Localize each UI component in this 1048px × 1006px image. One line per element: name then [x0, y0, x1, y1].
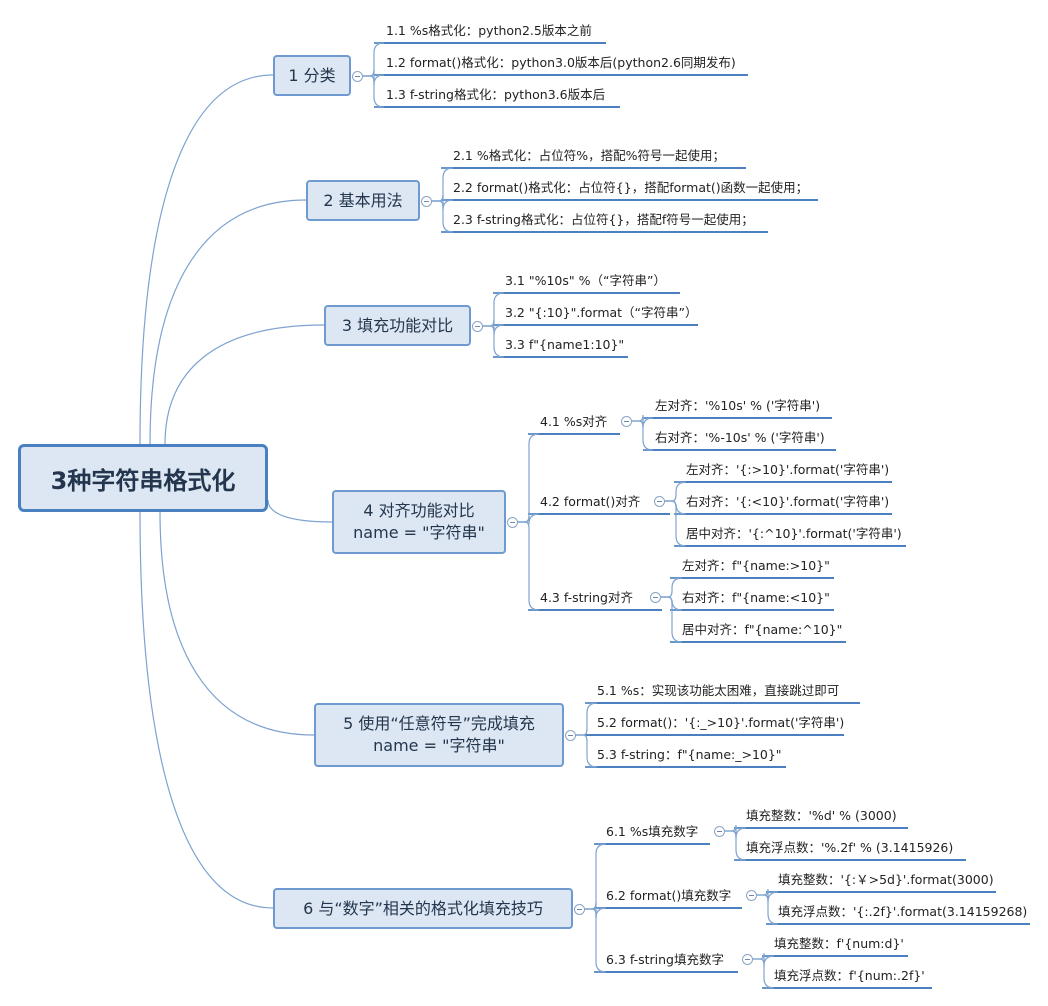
root-connector: [159, 511, 315, 736]
leaf-4-2-2[interactable]: 右对齐：'{:<10}'.format('字符串'): [686, 494, 890, 509]
branch-connector: [431, 200, 454, 233]
collapse-toggle-icon[interactable]: [421, 196, 432, 207]
leaf-1-2[interactable]: 1.2 format()格式化：python3.0版本后(python2.6同期…: [386, 55, 736, 70]
leaf-2-2[interactable]: 2.2 format()格式化：占位符{}，搭配format()函数一起使用；: [453, 180, 809, 195]
topic-1-categories[interactable]: 1 分类: [273, 55, 351, 96]
collapse-toggle-icon[interactable]: [746, 890, 757, 901]
subtopic-6-3[interactable]: 6.3 f-string填充数字: [606, 952, 724, 967]
branch-connector: [482, 292, 505, 327]
leaf-4-2-1[interactable]: 左对齐：'{:>10}'.format('字符串'): [686, 462, 890, 477]
collapse-toggle-icon[interactable]: [565, 730, 576, 741]
leaf-4-2-3[interactable]: 居中对齐：'{:^10}'.format('字符串'): [686, 526, 902, 541]
collapse-toggle-icon[interactable]: [472, 321, 483, 332]
subtopic-4-2[interactable]: 4.2 format()对齐: [540, 494, 641, 509]
collapse-toggle-icon[interactable]: [654, 496, 665, 507]
topic-5-custom-fill[interactable]: 5 使用“任意符号”完成填充 name = "字符串": [314, 703, 564, 767]
leaf-5-3[interactable]: 5.3 f-string：f"{name:_>10}": [597, 747, 782, 762]
leaf-6-1-2[interactable]: 填充浮点数：'%.2f' % (3.1415926): [746, 840, 954, 855]
branch-connector: [724, 830, 747, 861]
branch-connector: [517, 521, 540, 611]
branch-connector: [584, 843, 607, 910]
leaf-3-1[interactable]: 3.1 "%10s" %（“字符串”）: [505, 273, 666, 288]
collapse-toggle-icon[interactable]: [574, 904, 585, 915]
leaf-1-3[interactable]: 1.3 f-string格式化：python3.6版本后: [386, 87, 606, 102]
root-connector: [164, 324, 325, 445]
branch-connector: [575, 734, 598, 768]
subtopic-4-1[interactable]: 4.1 %s对齐: [540, 414, 608, 429]
topic-label: 4 对齐功能对比 name = "字符串": [353, 501, 485, 542]
subtopic-6-2[interactable]: 6.2 format()填充数字: [606, 888, 732, 903]
collapse-toggle-icon[interactable]: [352, 71, 363, 82]
leaf-6-3-1[interactable]: 填充整数：f'{num:d}': [774, 936, 904, 951]
root-connector: [267, 499, 333, 523]
subtopic-4-3[interactable]: 4.3 f-string对齐: [540, 590, 633, 605]
leaf-4-3-3[interactable]: 居中对齐：f"{name:^10}": [682, 622, 843, 637]
collapse-toggle-icon[interactable]: [742, 954, 753, 965]
leaf-6-3-2[interactable]: 填充浮点数：f'{num:.2f}': [774, 968, 925, 983]
topic-2-basic-usage[interactable]: 2 基本用法: [306, 180, 420, 221]
root-topic-label: 3种字符串格式化: [50, 466, 236, 495]
collapse-toggle-icon[interactable]: [650, 592, 661, 603]
leaf-4-1-2[interactable]: 右对齐：'%-10s' % ('字符串'): [655, 430, 825, 445]
topic-6-number-fill[interactable]: 6 与“数字”相关的格式化填充技巧: [273, 888, 573, 929]
branch-connector: [631, 420, 654, 451]
leaf-5-2[interactable]: 5.2 format()：'{:_>10}'.format('字符串'): [597, 715, 845, 730]
root-connector: [149, 199, 307, 445]
topic-label: 2 基本用法: [323, 190, 403, 210]
collapse-toggle-icon[interactable]: [507, 517, 518, 528]
branch-connector: [660, 596, 683, 643]
leaf-4-3-2[interactable]: 右对齐：f"{name:<10}": [682, 590, 830, 605]
leaf-6-1-1[interactable]: 填充整数：'%d' % (3000): [746, 808, 897, 823]
topic-4-alignment[interactable]: 4 对齐功能对比 name = "字符串": [332, 490, 506, 554]
branch-connector: [431, 167, 454, 202]
leaf-1-1[interactable]: 1.1 %s格式化：python2.5版本之前: [386, 23, 592, 38]
leaf-4-3-1[interactable]: 左对齐：f"{name:>10}": [682, 558, 830, 573]
topic-label: 6 与“数字”相关的格式化填充技巧: [303, 898, 543, 918]
subtopic-6-1[interactable]: 6.1 %s填充数字: [606, 824, 699, 839]
leaf-3-2[interactable]: 3.2 "{:10}".format（“字符串”）: [505, 305, 698, 320]
leaf-6-2-2[interactable]: 填充浮点数：'{:.2f}'.format(3.14159268): [778, 904, 1028, 919]
root-connector: [139, 511, 274, 909]
collapse-toggle-icon[interactable]: [714, 826, 725, 837]
branch-connector: [362, 42, 385, 77]
branch-connector: [575, 702, 598, 736]
root-topic[interactable]: 3种字符串格式化: [18, 444, 268, 512]
topic-label: 3 填充功能对比: [341, 315, 454, 335]
leaf-2-3[interactable]: 2.3 f-string格式化：占位符{}，搭配f符号一起使用；: [453, 212, 754, 227]
leaf-6-2-1[interactable]: 填充整数：'{:￥>5d}'.format(3000): [778, 872, 994, 887]
branch-connector: [664, 481, 687, 502]
branch-connector: [752, 958, 775, 989]
root-connector: [139, 74, 274, 445]
leaf-2-1[interactable]: 2.1 %格式化：占位符%，搭配%符号一起使用；: [453, 148, 725, 163]
leaf-5-1[interactable]: 5.1 %s：实现该功能太困难，直接跳过即可: [597, 683, 840, 698]
collapse-toggle-icon[interactable]: [621, 416, 632, 427]
branch-connector: [664, 500, 687, 547]
branch-connector: [362, 75, 385, 108]
leaf-3-3[interactable]: 3.3 f"{name1:10}": [505, 337, 625, 352]
branch-connector: [660, 577, 683, 598]
branch-connector: [517, 433, 540, 523]
topic-label: 1 分类: [288, 65, 336, 85]
branch-connector: [584, 908, 607, 973]
branch-connector: [756, 894, 779, 925]
topic-label: 5 使用“任意符号”完成填充 name = "字符串": [343, 714, 535, 755]
topic-3-padding[interactable]: 3 填充功能对比: [324, 305, 471, 346]
branch-connector: [482, 325, 505, 358]
leaf-4-1-1[interactable]: 左对齐：'%10s' % ('字符串'): [655, 398, 821, 413]
